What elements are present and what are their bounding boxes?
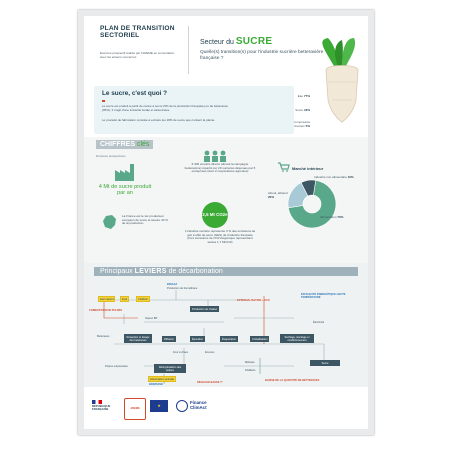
market-pie-chart bbox=[287, 179, 337, 229]
node-reception: Réception et lavage des betteraves bbox=[124, 334, 152, 343]
node-elec: Électricité bbox=[313, 320, 325, 324]
sucre-title: Le sucre, c'est quoi ? bbox=[102, 90, 168, 97]
co2-text: L'industrie sucrière représente 3 % des … bbox=[184, 229, 256, 245]
pie-label-industrie: Industrie non alimentaire 10% bbox=[314, 175, 354, 179]
cart-icon bbox=[278, 162, 290, 172]
chiffres-title-main: CHIFFRES bbox=[100, 141, 135, 148]
plan-subtitle: Exercice prospectif réalisé par l'ADEME … bbox=[100, 51, 175, 59]
logo-eu-flag: ★ bbox=[150, 400, 168, 412]
pie-slice-industrie-non-alimentaire bbox=[300, 179, 317, 197]
node-sechage: Séchage, stockage et conditionnement bbox=[280, 334, 314, 343]
node-epuration: Épuration bbox=[190, 336, 206, 342]
people-icon bbox=[204, 150, 226, 162]
lever-biomasse: BIOMASSE bbox=[149, 382, 163, 386]
node-chaudiere: Production de chaleur bbox=[190, 306, 220, 312]
map-france-icon bbox=[103, 215, 116, 229]
sector-question: Quelle(s) transition(s) pour l'industrie… bbox=[200, 50, 324, 61]
logo-republique-francaise: RÉPUBLIQUE FRANÇAISE bbox=[92, 400, 114, 411]
sector-title: Secteur du SUCRE bbox=[200, 36, 272, 47]
beet-stat-pulpe: Pulpes et composants minéraux 5% bbox=[280, 120, 310, 128]
sucre-text-1: Le sucre est produit à partir de canne à… bbox=[102, 104, 228, 112]
sector-name: SUCRE bbox=[235, 36, 273, 47]
node-four: Four à chaux bbox=[173, 350, 189, 354]
node-cristallisation: Cristallisation bbox=[250, 336, 270, 342]
beet-illustration bbox=[322, 38, 359, 123]
leviers-title: Principaux LEVIERS de décarbonation bbox=[94, 267, 358, 276]
co2-badge: 2,5 Mt CO2e bbox=[202, 202, 228, 228]
source-label: Données prospectives bbox=[96, 154, 126, 158]
pie-label-alcool: Alcool, éthanol 20% bbox=[268, 191, 288, 199]
lever-ccs: EXTERNALISATION + CCS bbox=[237, 298, 270, 302]
lever-biogaz: BIOGAZ bbox=[167, 282, 178, 286]
sector-prefix: Secteur du bbox=[200, 39, 234, 46]
node-pulpes: Déshydratation des pulpes bbox=[154, 364, 186, 373]
beet-stat-sucre: Sucre 18% bbox=[295, 108, 310, 112]
node-vapeur: Vapeur BP bbox=[145, 316, 158, 320]
node-ecumes: Écumes bbox=[205, 350, 215, 354]
market-title: Marché intérieur bbox=[292, 166, 324, 171]
sucre-section: Le sucre, c'est quoi ? Le sucre est prod… bbox=[94, 86, 294, 134]
pie-slice-alimentation bbox=[287, 179, 337, 229]
node-pulpes-surpressees: Pulpes surpressées bbox=[105, 364, 128, 368]
lever-efficacite-ht: EFFICACITÉ ÉNERGÉTIQUE HAUTE TEMPÉRATURE bbox=[301, 292, 346, 299]
pie-label-alim: Alimentation 70% bbox=[320, 215, 344, 219]
node-gaz: Gaz naturel bbox=[98, 296, 116, 302]
node-distillerie: Distillerie bbox=[245, 368, 256, 372]
sucre-text-2: Le procédé de fabrication consiste à ext… bbox=[102, 118, 216, 122]
beet-stat-eau: Eau 77% bbox=[297, 94, 310, 98]
node-melasse: Mélasse bbox=[245, 360, 255, 364]
leviers-flow-lines bbox=[103, 290, 325, 384]
sucre-accent-line bbox=[102, 100, 105, 102]
header-divider bbox=[188, 26, 189, 74]
plan-title: PLAN DE TRANSITION SECTORIEL bbox=[100, 25, 175, 39]
production-value: 4 Mt de sucre produit par an bbox=[98, 184, 152, 196]
lever-baisse: BAISSE DE LA QUANTITÉ DE BETTERAVES bbox=[265, 378, 320, 382]
jobs-text: 5 400 emplois directs (durant la campagn… bbox=[184, 162, 256, 174]
node-evaporation: Évaporation bbox=[220, 336, 238, 342]
chiffres-title: CHIFFRES clés bbox=[96, 140, 154, 149]
rank-text: La France est le 1er producteur européen… bbox=[122, 214, 168, 226]
node-betteraves: Betteraves bbox=[97, 334, 110, 338]
leviers-section bbox=[84, 263, 368, 387]
node-diffusion: Diffusion bbox=[162, 336, 177, 342]
lever-combustion: COMBUSTION DE PULPES bbox=[89, 308, 123, 312]
factory-icon bbox=[115, 164, 134, 181]
chiffres-title-suffix: clés bbox=[136, 141, 150, 148]
node-sucre: Sucre bbox=[310, 360, 340, 366]
node-aliment: Alimentation animale bbox=[148, 376, 177, 382]
poster: PLAN DE TRANSITION SECTORIEL Exercice pr… bbox=[84, 16, 368, 429]
logos-footer bbox=[84, 387, 368, 429]
lever-sechage: SÉCHAGE BASSE T° bbox=[197, 380, 223, 384]
lever-biogaz-sub: Production de biométhane bbox=[167, 286, 198, 290]
logo-ademe: ADEME bbox=[124, 398, 146, 420]
node-charbon: Charbon bbox=[136, 296, 150, 302]
node-fuel: Fuel bbox=[120, 296, 130, 302]
